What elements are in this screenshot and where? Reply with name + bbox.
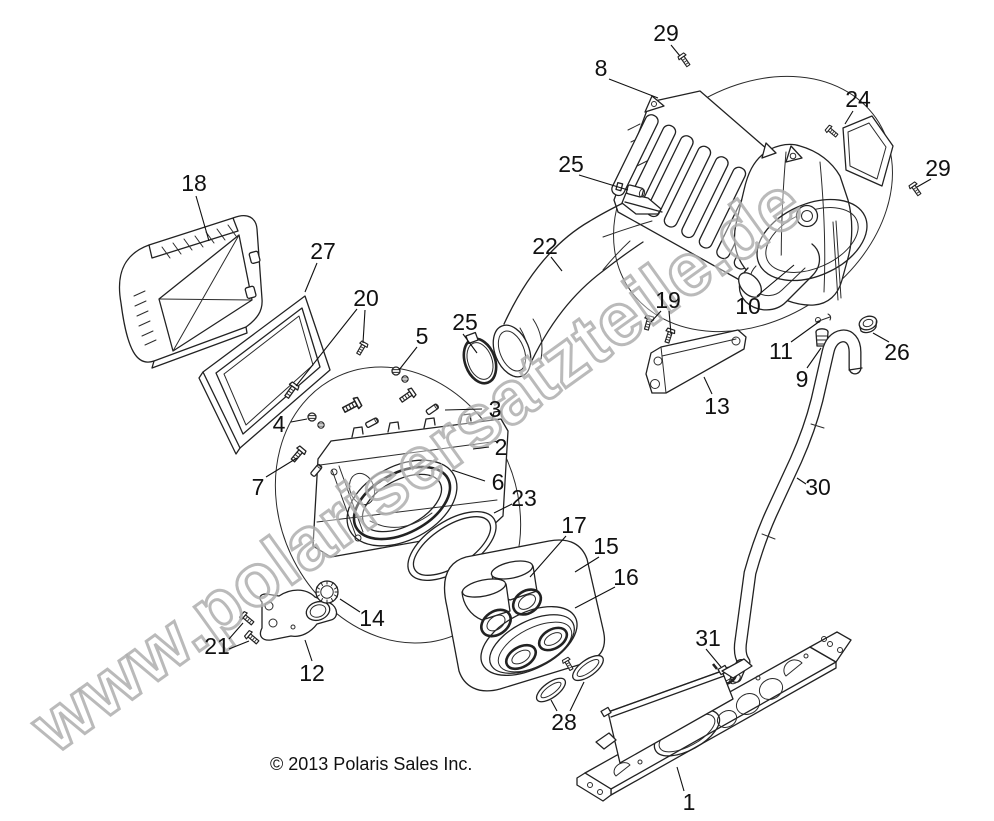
leader-line-21 [228,640,250,650]
callout-6: 6 [492,469,505,495]
callout-18: 18 [181,170,207,196]
part-support-bracket [641,314,747,394]
callout-12: 12 [299,660,325,686]
callout-1: 1 [683,789,696,815]
callout-9: 9 [796,366,809,392]
leader-line-11 [790,320,821,343]
leader-line-21 [228,622,244,640]
leader-line-22 [550,256,563,272]
diagram-line-art [118,51,924,802]
leader-line-12 [304,639,313,662]
callout-15: 15 [593,533,619,559]
leader-line-13 [703,376,713,395]
callout-14: 14 [359,605,385,631]
leader-line-24 [844,110,854,125]
leader-line-25a [462,333,478,354]
leader-line-19 [650,310,662,323]
part-air-filter [198,295,331,455]
callout-2: 2 [495,434,508,460]
callout-7: 7 [252,474,265,500]
leader-line-3 [444,408,483,411]
part-intake-tube [462,181,663,385]
leader-line-27 [304,262,318,293]
callout-10: 10 [735,293,761,319]
leader-line-29a [670,44,681,57]
copyright-text: © 2013 Polaris Sales Inc. [270,754,472,774]
callout-25b: 25 [558,151,584,177]
callout-22: 22 [532,233,558,259]
leader-line-25b [578,174,629,191]
callout-11: 11 [769,338,793,364]
part-hook-pin [815,313,832,323]
leader-line-14 [339,598,361,613]
callout-25a: 25 [452,309,478,335]
part-breather-cap [315,580,339,604]
callout-31: 31 [695,625,721,651]
part-airbox-cover [118,214,263,369]
leader-line-28 [569,681,585,712]
leader-line-20 [362,309,366,344]
callout-16: 16 [613,564,639,590]
part-bracket-and-cap [238,580,339,647]
leader-line-6 [451,469,486,482]
part-hose-clamp [462,331,498,385]
callout-21: 21 [204,633,230,659]
callout-30: 30 [805,474,831,500]
callout-19: 19 [655,287,681,313]
leader-line-8 [608,78,659,99]
leader-line-1 [676,766,685,792]
screw-29-right [907,180,924,198]
callout-26: 26 [884,339,910,365]
leader-line-9 [806,347,822,369]
leader-line-4 [290,418,308,423]
leader-line-5 [398,346,418,371]
leader-line-31 [705,648,722,668]
callout-23: 23 [511,485,537,511]
leader-line-19 [668,310,672,335]
part-grommet [858,315,878,334]
callout-4: 4 [273,411,286,437]
part-gasket [824,115,894,187]
leader-line-23 [493,503,513,514]
leader-line-2 [472,446,490,450]
leader-line-10 [756,264,795,297]
leader-line-7 [265,457,298,478]
callout-29b: 29 [925,155,951,181]
part-breather-fitting [615,181,646,198]
callout-3: 3 [489,396,502,422]
leader-line-28 [550,699,558,712]
leader-line-26 [872,332,890,343]
leader-line-18 [195,195,210,242]
callout-8: 8 [595,55,608,81]
callout-13: 13 [704,393,730,419]
callout-17: 17 [561,512,587,538]
leader-line-16 [574,586,616,609]
callout-29a: 29 [653,20,679,46]
part-muffler-body [733,142,868,323]
callout-24: 24 [845,86,871,112]
leader-line-20 [295,308,358,387]
callout-28: 28 [551,709,577,735]
part-clamp-halves [535,654,604,703]
part-mounting-plate [576,631,852,802]
callout-5: 5 [416,323,429,349]
leader-line-29b [916,178,932,188]
callout-27: 27 [310,238,336,264]
leader-line-30 [796,477,807,485]
watermark-text: www.polarisersatzteile.de [15,160,817,769]
leader-line-15 [574,556,600,573]
callout-20: 20 [353,285,379,311]
leader-line-17 [529,535,567,578]
callout-layer: 1234567891011121314151617181920212223242… [181,20,951,815]
part-intake-cover-assembly [443,539,606,692]
